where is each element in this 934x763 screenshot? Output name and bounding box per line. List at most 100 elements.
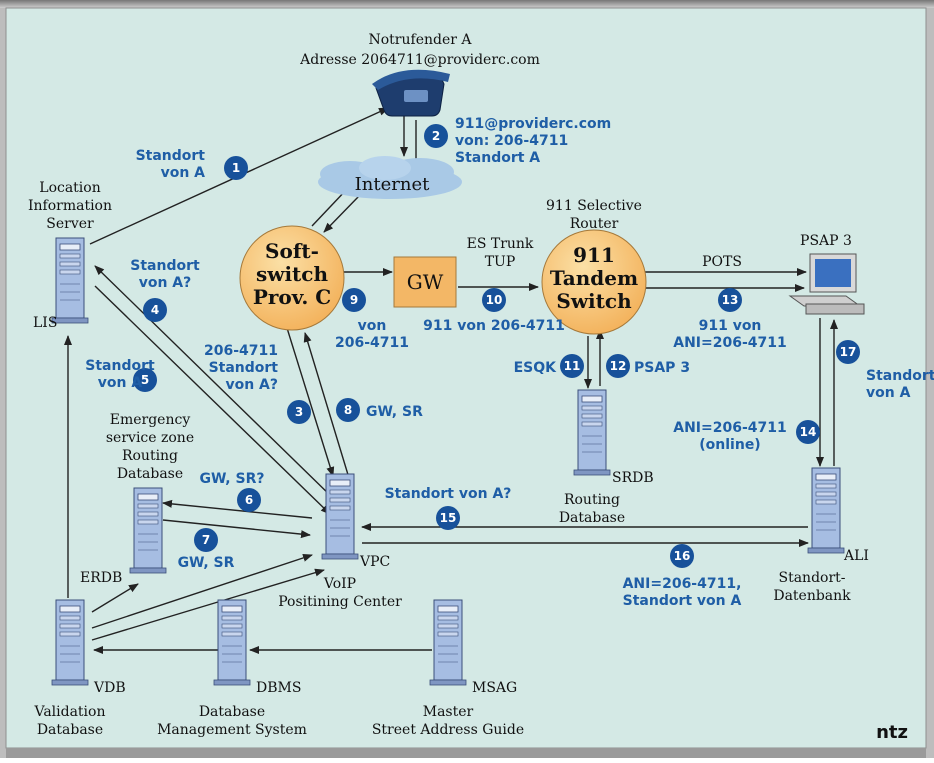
step-label: ANI=206-4711, (623, 576, 742, 592)
vdb-code: VDB (93, 680, 126, 696)
step-number: 11 (564, 359, 581, 373)
step-label: 206-4711 (204, 343, 278, 359)
step-label: PSAP 3 (634, 360, 690, 376)
step-badge (560, 354, 584, 378)
caller-title: Notrufender A (369, 32, 473, 48)
dbms-server-icon (213, 599, 251, 686)
step-label: von (358, 318, 387, 334)
msag-line2: Street Address Guide (372, 722, 524, 738)
step-badge (287, 400, 311, 424)
step-label: GW, SR (178, 555, 235, 571)
step-14: 14 ANI=206-4711(online) (673, 420, 820, 453)
step-10: 10 911 von 206-4711 (423, 288, 565, 334)
step-badge (133, 368, 157, 392)
caller-address: Adresse 2064711@providerc.com (299, 52, 540, 68)
psap-label: PSAP 3 (800, 233, 852, 249)
ali-line1: Standort- (778, 570, 845, 586)
step-badge (606, 354, 630, 378)
step-badge (194, 528, 218, 552)
softswitch-line3: Prov. C (253, 285, 331, 309)
step-number: 15 (440, 511, 457, 525)
step-badge (718, 288, 742, 312)
step-label: 911 von (699, 318, 762, 334)
step-badge (796, 420, 820, 444)
lis-code: LIS (33, 315, 57, 331)
step-label: GW, SR (366, 404, 423, 420)
vdb-line2: Database (37, 722, 103, 738)
ali-server-icon (807, 467, 845, 554)
tandem-line3: Switch (556, 289, 632, 313)
step-badge (336, 398, 360, 422)
vdb-line1: Validation (34, 704, 106, 720)
step-6: 6 GW, SR? (200, 471, 265, 512)
es-trunk-line2: TUP (485, 254, 516, 270)
gateway-label: GW (407, 270, 444, 294)
erdb-line3: Routing (122, 448, 178, 464)
vpc-server-icon (321, 473, 359, 560)
srdb-line1: Routing (564, 492, 620, 508)
step-15: 15 Standort von A? (385, 486, 512, 530)
selective-router-line1: 911 Selective (546, 198, 642, 214)
step-label: Standort (130, 258, 200, 274)
ntz-logo: ntz (876, 722, 908, 743)
vpc-line2: Positining Center (278, 594, 402, 610)
step-number: 7 (202, 533, 210, 547)
computer-icon (788, 253, 865, 315)
step-badge (224, 156, 248, 180)
step-label: Standort (209, 360, 279, 376)
gateway-node (393, 256, 457, 308)
softswitch-node (239, 225, 345, 331)
vpc-line1: VoIP (323, 576, 356, 592)
step-number: 13 (722, 293, 739, 307)
lis-line1: Location (39, 180, 100, 196)
step-number: 12 (610, 359, 627, 373)
step-label: (online) (699, 437, 760, 453)
erdb-server-icon (129, 487, 167, 574)
connections (64, 107, 838, 654)
selective-router-line2: Router (570, 216, 619, 232)
softswitch-line1: Soft- (265, 239, 319, 263)
step-label: 911@providerc.com (455, 116, 611, 132)
srdb-line2: Database (559, 510, 625, 526)
step-number: 6 (245, 493, 253, 507)
erdb-line4: Database (117, 466, 183, 482)
tandem-line2: Tandem (550, 266, 638, 290)
pots-label: POTS (702, 254, 742, 270)
step-label: GW, SR? (200, 471, 265, 487)
step-number: 14 (800, 425, 817, 439)
step-label: ANI=206-4711 (673, 335, 787, 351)
erdb-code: ERDB (80, 570, 122, 586)
internet-cloud: Internet (318, 156, 462, 199)
es-trunk-line1: ES Trunk (467, 236, 534, 252)
msag-line1: Master (423, 704, 474, 720)
step-label: von: 206-4711 (455, 133, 568, 149)
step-badge (836, 340, 860, 364)
ali-line2: Datenbank (773, 588, 851, 604)
step-number: 10 (486, 293, 503, 307)
tandem-line1: 911 (573, 243, 615, 267)
step-label: 911 von 206-4711 (423, 318, 565, 334)
step-label: ANI=206-4711 (673, 420, 787, 436)
msag-server-icon (429, 599, 467, 686)
internet-label: Internet (355, 174, 430, 195)
softswitch-line2: switch (256, 262, 328, 286)
telephone-icon (372, 69, 450, 117)
step-label: Standort von A? (385, 486, 512, 502)
diagram-background (5, 7, 927, 749)
step-label: von A? (225, 377, 278, 393)
lis-line3: Server (46, 216, 94, 232)
step-label: Standort A (455, 150, 540, 166)
erdb-line2: service zone (106, 430, 194, 446)
step-number: 17 (840, 345, 857, 359)
step-label: von A (161, 165, 206, 181)
